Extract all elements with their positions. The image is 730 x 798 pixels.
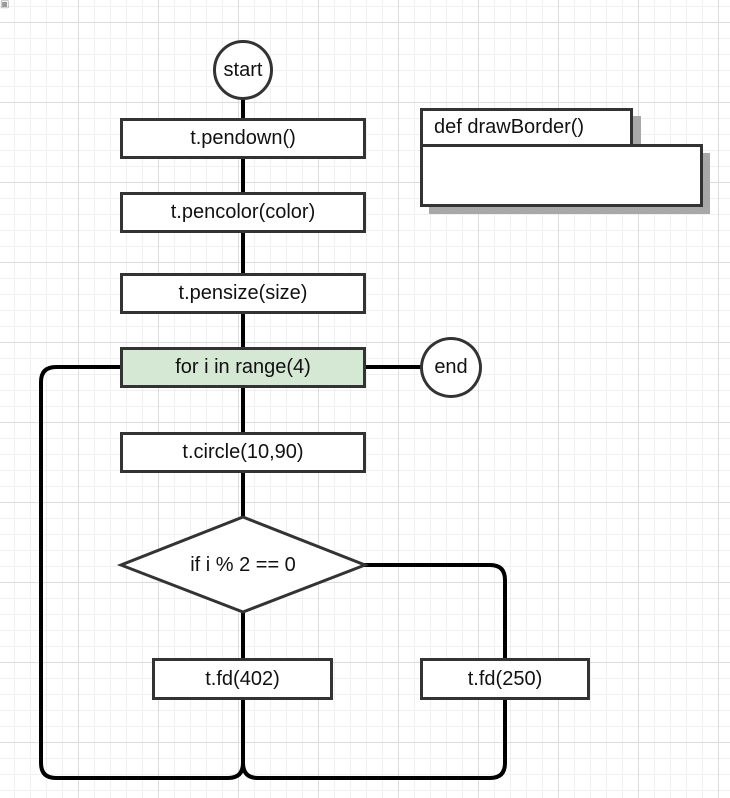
pencolor-label: t.pencolor(color)	[170, 201, 316, 223]
fd-right-step[interactable]: t.fd(250)	[420, 658, 590, 700]
page-corner-icon: ▣	[0, 0, 10, 10]
edge-loop-back	[39, 365, 245, 780]
pensize-step[interactable]: t.pensize(size)	[120, 273, 366, 314]
pendown-step[interactable]: t.pendown()	[120, 118, 366, 159]
loop-step[interactable]: for i in range(4)	[120, 347, 366, 388]
edge-decision-fd-right	[363, 563, 507, 660]
decision-diamond[interactable]	[116, 515, 370, 614]
pencolor-step[interactable]: t.pencolor(color)	[120, 192, 366, 233]
def-body[interactable]	[420, 144, 703, 207]
end-node[interactable]: end	[420, 337, 482, 398]
circle-label: t.circle(10,90)	[182, 441, 304, 463]
end-label: end	[434, 356, 468, 378]
def-tab[interactable]: def drawBorder()	[420, 108, 633, 147]
def-tab-label: def drawBorder()	[434, 116, 585, 138]
fd-left-step[interactable]: t.fd(402)	[152, 658, 333, 700]
start-node[interactable]: start	[213, 40, 273, 100]
loop-label: for i in range(4)	[175, 356, 311, 378]
decision-label: if i % 2 == 0	[190, 553, 296, 576]
circle-step[interactable]: t.circle(10,90)	[120, 432, 366, 473]
pensize-label: t.pensize(size)	[178, 282, 308, 304]
pendown-label: t.pendown()	[190, 127, 296, 149]
start-label: start	[223, 58, 263, 81]
fd-right-label: t.fd(250)	[467, 667, 543, 690]
fd-left-label: t.fd(402)	[205, 667, 280, 690]
edge-fd-left-return	[241, 698, 507, 780]
